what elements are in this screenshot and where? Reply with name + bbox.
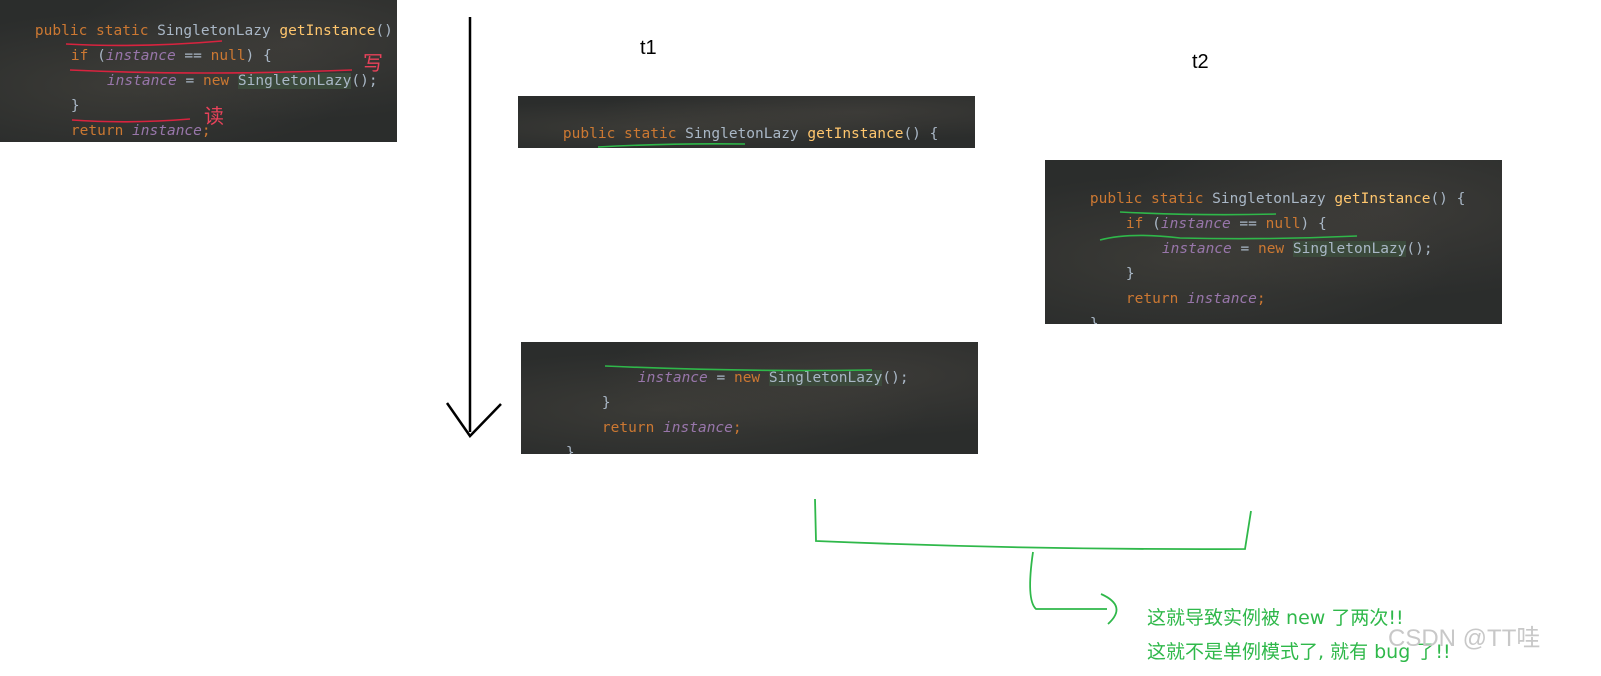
red-underline-assign [69,69,353,74]
green-underline-t1-assign [604,365,873,372]
code-line-if: if (instance == null) { [70,48,272,64]
conclusion-line-2: 这就不是单例模式了, 就有 bug 了!! [1147,641,1451,663]
read-label: 读 [204,104,224,128]
code-line-if: if (instance == null) { [1125,216,1327,232]
code-line-signature: public static SingletonLazy getInstance(… [34,23,393,39]
code-line-signature: public static SingletonLazy getInstance(… [562,126,939,142]
green-connector-head [1100,593,1118,625]
thread-t1-label: t1 [640,37,657,59]
write-label: 写 [363,51,383,75]
red-underline-if [65,40,223,47]
green-underline-t2-if [1119,211,1277,216]
watermark: CSDN @TT哇 [1388,625,1541,652]
conclusion-line-1: 这就导致实例被 new 了两次!! [1147,607,1404,629]
code-block-t1-check: public static SingletonLazy getInstance(… [518,96,975,148]
code-line-close-method: } [565,445,575,454]
thread-t2-label: t2 [1192,51,1209,73]
green-connector [1029,551,1107,610]
red-underline-return [71,118,191,123]
code-line-assign: instance = new SingletonLazy(); [1161,241,1433,257]
code-block-t1-create: instance = new SingletonLazy(); } return… [521,342,978,454]
code-block-t2-full: public static SingletonLazy getInstance(… [1045,160,1502,324]
code-line-signature: public static SingletonLazy getInstance(… [1089,191,1466,207]
code-line-close-if: } [1125,266,1135,282]
code-line-assign: instance = new SingletonLazy(); [106,73,378,89]
code-line-return: return instance; [70,123,211,139]
code-line-close-if: } [601,395,611,411]
green-underline-t1-if [597,143,746,148]
code-line-return: return instance; [601,420,742,436]
code-line-assign: instance = new SingletonLazy(); [637,370,909,386]
code-line-close-if: } [70,98,80,114]
code-line-return: return instance; [1125,291,1266,307]
code-line-close-method: } [1089,316,1099,324]
timeline-arrow-head [445,402,502,438]
green-bracket [814,498,1252,550]
green-underline-t2-assign [1099,234,1358,241]
